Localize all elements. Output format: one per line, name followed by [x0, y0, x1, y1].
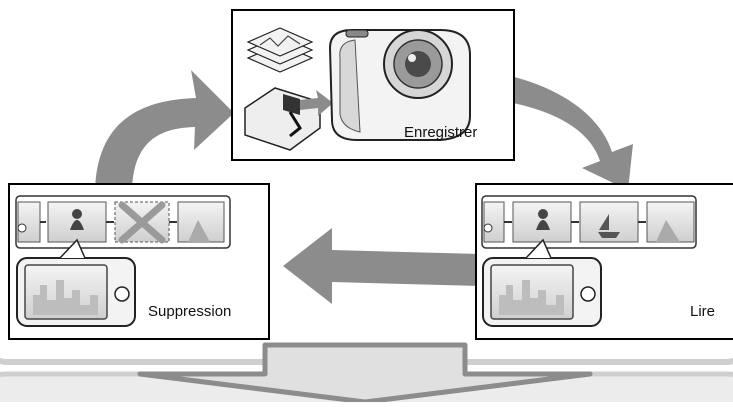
photos-icon — [246, 27, 314, 73]
delete-x-icon — [118, 201, 166, 244]
play-label: Lire — [690, 303, 715, 320]
camera-icon — [328, 29, 471, 141]
delete-label: Suppression — [148, 303, 231, 320]
arrow-play-to-delete — [283, 228, 480, 304]
insert-arrow-icon — [300, 90, 333, 116]
record-label: Enregistrer — [404, 124, 477, 141]
camera-back-icon — [482, 238, 602, 327]
delete-panel: Suppression — [8, 183, 270, 340]
record-panel: Enregistrer — [231, 9, 515, 161]
arrow-record-to-play — [498, 73, 633, 190]
camera-back-icon — [16, 238, 136, 327]
arrow-delete-to-record — [95, 70, 234, 210]
boat-icon — [598, 214, 620, 238]
down-arrow — [137, 342, 593, 405]
play-panel: Lire — [475, 183, 733, 340]
